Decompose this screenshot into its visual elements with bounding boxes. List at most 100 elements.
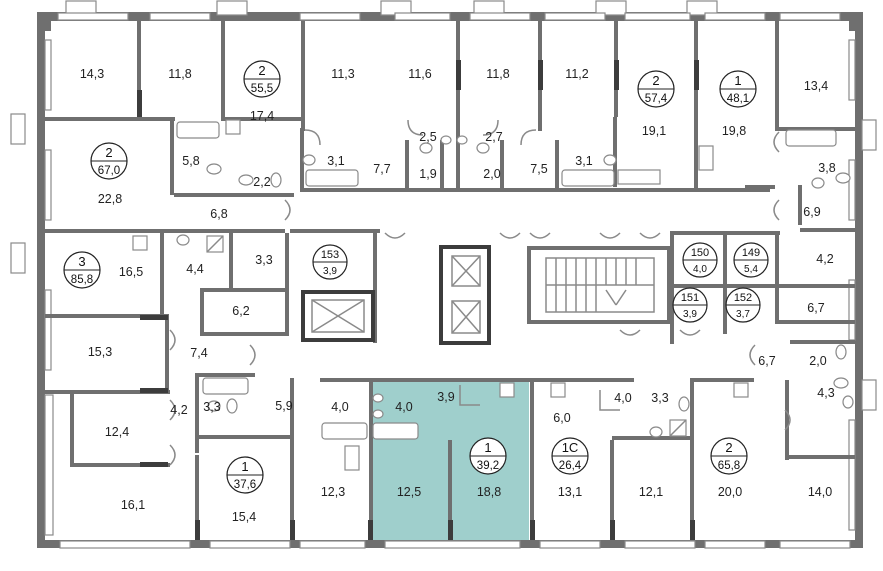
windows: [10, 0, 877, 549]
apartment-area: 57,4: [645, 93, 668, 105]
room-area: 11,8: [168, 67, 191, 81]
storage-number: 149: [742, 247, 760, 259]
storage-marker[interactable]: 152 3,7: [725, 287, 761, 323]
apartment-area: 39,2: [477, 460, 499, 472]
room-area: 12,3: [321, 485, 345, 499]
apartment-area: 48,1: [727, 93, 749, 105]
room-area: 2,5: [419, 130, 436, 144]
storage-marker[interactable]: 153 3,9: [312, 244, 348, 280]
room-area: 22,8: [98, 192, 122, 206]
apartment-marker[interactable]: 2 57,4: [637, 70, 675, 108]
room-area: 3,3: [203, 400, 220, 414]
room-area: 2,0: [809, 354, 826, 368]
room-area: 6,9: [803, 205, 820, 219]
storage-number: 151: [681, 292, 699, 304]
room-labels: 14,3 11,8 17,4 11,3 11,6 11,8 11,2 19,1 …: [80, 67, 836, 524]
room-area: 6,0: [553, 411, 570, 425]
apartment-rooms: 1C: [562, 440, 579, 455]
apartment-rooms: 2: [652, 73, 659, 88]
apartment-rooms: 2: [258, 63, 265, 78]
room-area: 7,7: [373, 162, 390, 176]
room-area: 12,1: [639, 485, 663, 499]
room-area: 2,0: [483, 167, 500, 181]
apartment-marker[interactable]: 1C 26,4: [551, 437, 589, 475]
room-area: 11,2: [565, 67, 588, 81]
room-area: 7,5: [530, 162, 547, 176]
room-area: 5,9: [275, 399, 292, 413]
apartment-area: 37,6: [234, 479, 256, 491]
room-area: 3,3: [651, 391, 668, 405]
apartment-area: 65,8: [718, 460, 740, 472]
storage-area: 4,0: [693, 264, 707, 275]
room-area: 3,1: [575, 154, 592, 168]
room-area: 16,5: [119, 265, 143, 279]
apartment-marker[interactable]: 2 65,8: [710, 437, 748, 475]
apartment-rooms: 1: [241, 459, 248, 474]
room-area: 4,2: [816, 252, 833, 266]
apartment-marker[interactable]: 2 55,5: [243, 60, 281, 98]
room-area: 19,1: [642, 124, 666, 138]
room-area: 12,5: [397, 485, 421, 499]
storage-number: 152: [734, 292, 752, 304]
storage-area: 3,9: [323, 266, 337, 277]
apartment-area: 85,8: [71, 274, 93, 286]
storage-area: 3,7: [736, 309, 750, 320]
room-area: 14,0: [808, 485, 832, 499]
room-area: 4,2: [170, 403, 187, 417]
apartment-area: 26,4: [559, 460, 582, 472]
storage-marker[interactable]: 150 4,0: [682, 242, 718, 278]
room-area: 7,4: [190, 346, 207, 360]
storage-marker[interactable]: 149 5,4: [733, 242, 769, 278]
room-area: 20,0: [718, 485, 742, 499]
room-area: 6,2: [232, 304, 249, 318]
interior-walls: [45, 21, 855, 540]
room-area: 4,0: [395, 400, 412, 414]
room-area: 13,1: [558, 485, 582, 499]
room-area: 15,3: [88, 345, 112, 359]
room-area: 11,6: [408, 67, 431, 81]
storage-number: 150: [691, 247, 709, 259]
room-area: 2,7: [485, 130, 502, 144]
room-area: 11,8: [486, 67, 509, 81]
room-area: 4,3: [817, 386, 834, 400]
apartment-rooms: 1: [734, 73, 741, 88]
room-area: 13,4: [804, 79, 828, 93]
apartment-marker[interactable]: 3 85,8: [63, 251, 101, 289]
apartment-marker[interactable]: 1 37,6: [226, 456, 264, 494]
apartment-rooms: 2: [725, 440, 732, 455]
room-area: 6,8: [210, 207, 227, 221]
apartment-marker[interactable]: 1 39,2: [469, 437, 507, 475]
room-area: 3,3: [255, 253, 272, 267]
room-area: 16,1: [121, 498, 145, 512]
room-area: 3,8: [818, 161, 835, 175]
room-area: 5,8: [182, 154, 199, 168]
apartment-rooms: 2: [105, 145, 112, 160]
room-area: 4,4: [186, 262, 203, 276]
room-area: 6,7: [807, 301, 824, 315]
core: [301, 245, 671, 345]
apartment-rooms: 1: [484, 440, 491, 455]
room-area: 11,3: [331, 67, 354, 81]
room-area: 6,7: [758, 354, 775, 368]
room-area: 17,4: [250, 109, 274, 123]
room-area: 12,4: [105, 425, 129, 439]
apartment-marker[interactable]: 1 48,1: [719, 70, 757, 108]
apartment-area: 67,0: [98, 165, 120, 177]
room-area: 2,2: [253, 175, 270, 189]
room-area: 4,0: [614, 391, 631, 405]
doors: [169, 119, 791, 466]
room-area: 18,8: [477, 485, 501, 499]
storage-marker[interactable]: 151 3,9: [672, 287, 708, 323]
room-area: 3,9: [437, 390, 454, 404]
apartment-marker[interactable]: 2 67,0: [90, 142, 128, 180]
room-area: 15,4: [232, 510, 256, 524]
room-area: 19,8: [722, 124, 746, 138]
apartment-rooms: 3: [78, 254, 85, 269]
room-area: 4,0: [331, 400, 348, 414]
apartment-area: 55,5: [251, 83, 273, 95]
room-area: 1,9: [419, 167, 436, 181]
fixtures: [132, 119, 854, 471]
room-area: 14,3: [80, 67, 104, 81]
storage-area: 5,4: [744, 264, 758, 275]
